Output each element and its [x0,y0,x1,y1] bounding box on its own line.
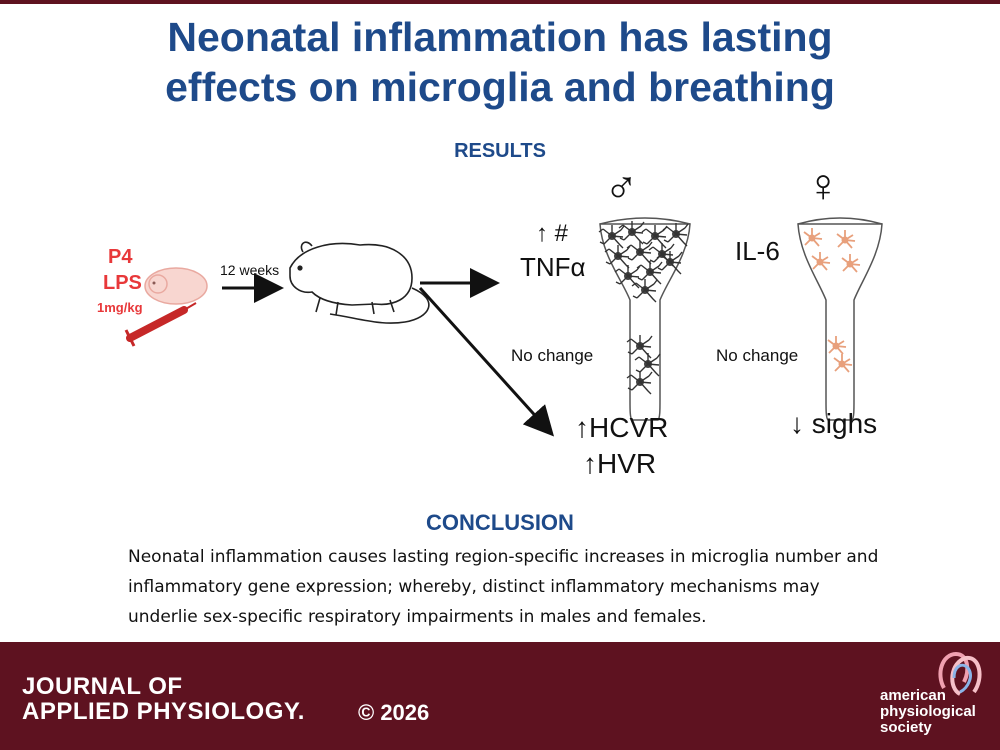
copyright-notice: © 2026 [358,700,430,725]
syringe-icon [124,302,197,347]
timeline-label: 12 weeks [220,262,280,278]
male-microglia-result: ↑ # [536,220,569,247]
results-diagram [124,217,883,437]
conclusion-line-2: inflammatory gene expression; whereby, d… [128,577,820,597]
results-heading: RESULTS [454,140,546,162]
male-hvr-result: ↑HVR [583,448,657,479]
conclusion-heading: CONCLUSION [426,510,574,535]
society-logo-icon [938,651,982,696]
female-lower-result: No change [716,346,799,365]
female-sighs-result: ↓ sighs [790,408,878,439]
treatment-agent: LPS [103,272,142,294]
journal-line-2: APPLIED PHYSIOLOGY. [22,698,305,725]
treatment-age: P4 [108,246,133,268]
society-line-3: society [880,719,932,736]
journal-name: JOURNAL OF APPLIED PHYSIOLOGY. [22,674,305,724]
female-brainstem-illustration [797,217,883,421]
society-name: american physiological society [880,688,976,736]
society-line-1: american [880,687,946,704]
page-title: Neonatal inflammation has lasting effect… [0,12,1000,112]
male-hcvr-result: ↑HCVR [575,412,669,443]
conclusion-text: Neonatal inflammation causes lasting reg… [128,542,898,632]
arrow-to-respiration [418,286,555,437]
treatment-dose: 1mg/kg [97,300,143,315]
society-line-2: physiological [880,703,976,720]
female-symbol: ♀ [806,159,841,211]
title-line-1: Neonatal inflammation has lasting [167,14,833,60]
title-line-2: effects on microglia and breathing [165,64,835,110]
rat-icon [289,241,430,324]
journal-line-1: JOURNAL OF [22,673,183,700]
journal-footer: JOURNAL OF APPLIED PHYSIOLOGY. © 2026 am… [0,642,1000,750]
conclusion-line-3: underlie sex-specific respiratory impair… [128,607,707,627]
female-il6-result: IL-6 [735,236,780,266]
male-symbol: ♂ [604,161,639,213]
male-brainstem-illustration [598,217,691,421]
male-lower-result: No change [511,346,594,365]
top-border [0,0,1000,4]
conclusion-line-1: Neonatal inflammation causes lasting reg… [128,547,879,567]
male-tnfa-result: TNFα [520,252,586,282]
pup-icon [144,267,208,305]
